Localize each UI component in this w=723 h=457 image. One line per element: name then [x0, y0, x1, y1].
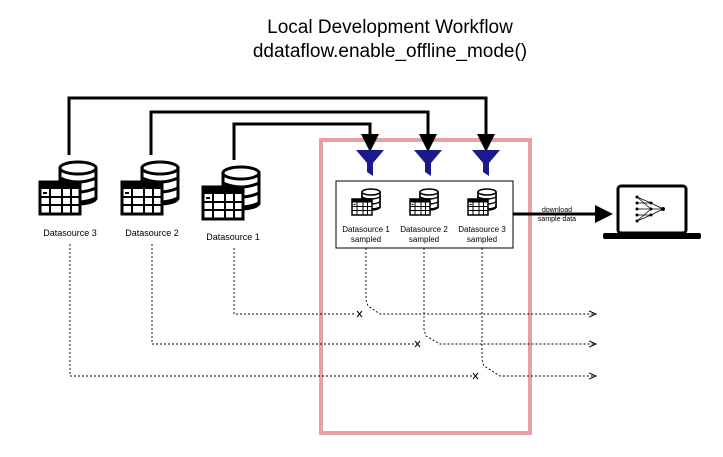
sampled-3-line2: sampled	[467, 235, 497, 244]
datasource-1-label: Datasource 1	[206, 232, 260, 242]
sampled-1-line1: Datasource 1	[342, 225, 390, 234]
flow-sampled-1	[365, 248, 596, 314]
sampled-1-line2: sampled	[351, 235, 381, 244]
funnel-icon	[472, 150, 500, 176]
dashed-flows	[69, 244, 596, 377]
connector-datasource-1	[232, 122, 379, 160]
flow-sampled-2	[423, 248, 596, 344]
datasource-1[interactable]	[201, 165, 261, 221]
download-label-line1: download	[542, 207, 572, 214]
switch-marks	[356, 310, 479, 380]
switch-icon	[414, 340, 421, 348]
datasource-2-label: Datasource 2	[125, 228, 179, 238]
datasource-connectors	[67, 96, 495, 160]
sampled-2-line1: Datasource 2	[400, 225, 448, 234]
switch-icon	[356, 310, 363, 318]
funnel-icon	[356, 150, 384, 176]
download-label-line2: sample data	[538, 216, 576, 223]
funnel-icon	[414, 150, 442, 176]
flow-sampled-3	[481, 248, 596, 376]
switch-icon	[472, 372, 479, 380]
title-line-2: ddataflow.enable_offline_mode()	[253, 41, 527, 62]
sampled-2-line2: sampled	[409, 235, 439, 244]
sampled-3-line1: Datasource 3	[458, 225, 506, 234]
database-table-icon	[201, 165, 261, 221]
database-table-icon	[120, 160, 180, 216]
flow-datasource-2	[151, 244, 414, 345]
connector-datasource-3	[67, 96, 495, 155]
connector-datasource-2	[149, 110, 437, 155]
datasource-3-label: Datasource 3	[43, 228, 97, 238]
title-line-1: Local Development Workflow	[267, 17, 513, 38]
flow-datasource-3	[69, 244, 472, 377]
laptop-neural-network-icon	[603, 184, 701, 239]
database-table-icon	[38, 160, 98, 216]
flow-datasource-1	[233, 248, 356, 315]
datasource-3[interactable]	[38, 160, 98, 216]
datasource-2[interactable]	[120, 160, 180, 216]
